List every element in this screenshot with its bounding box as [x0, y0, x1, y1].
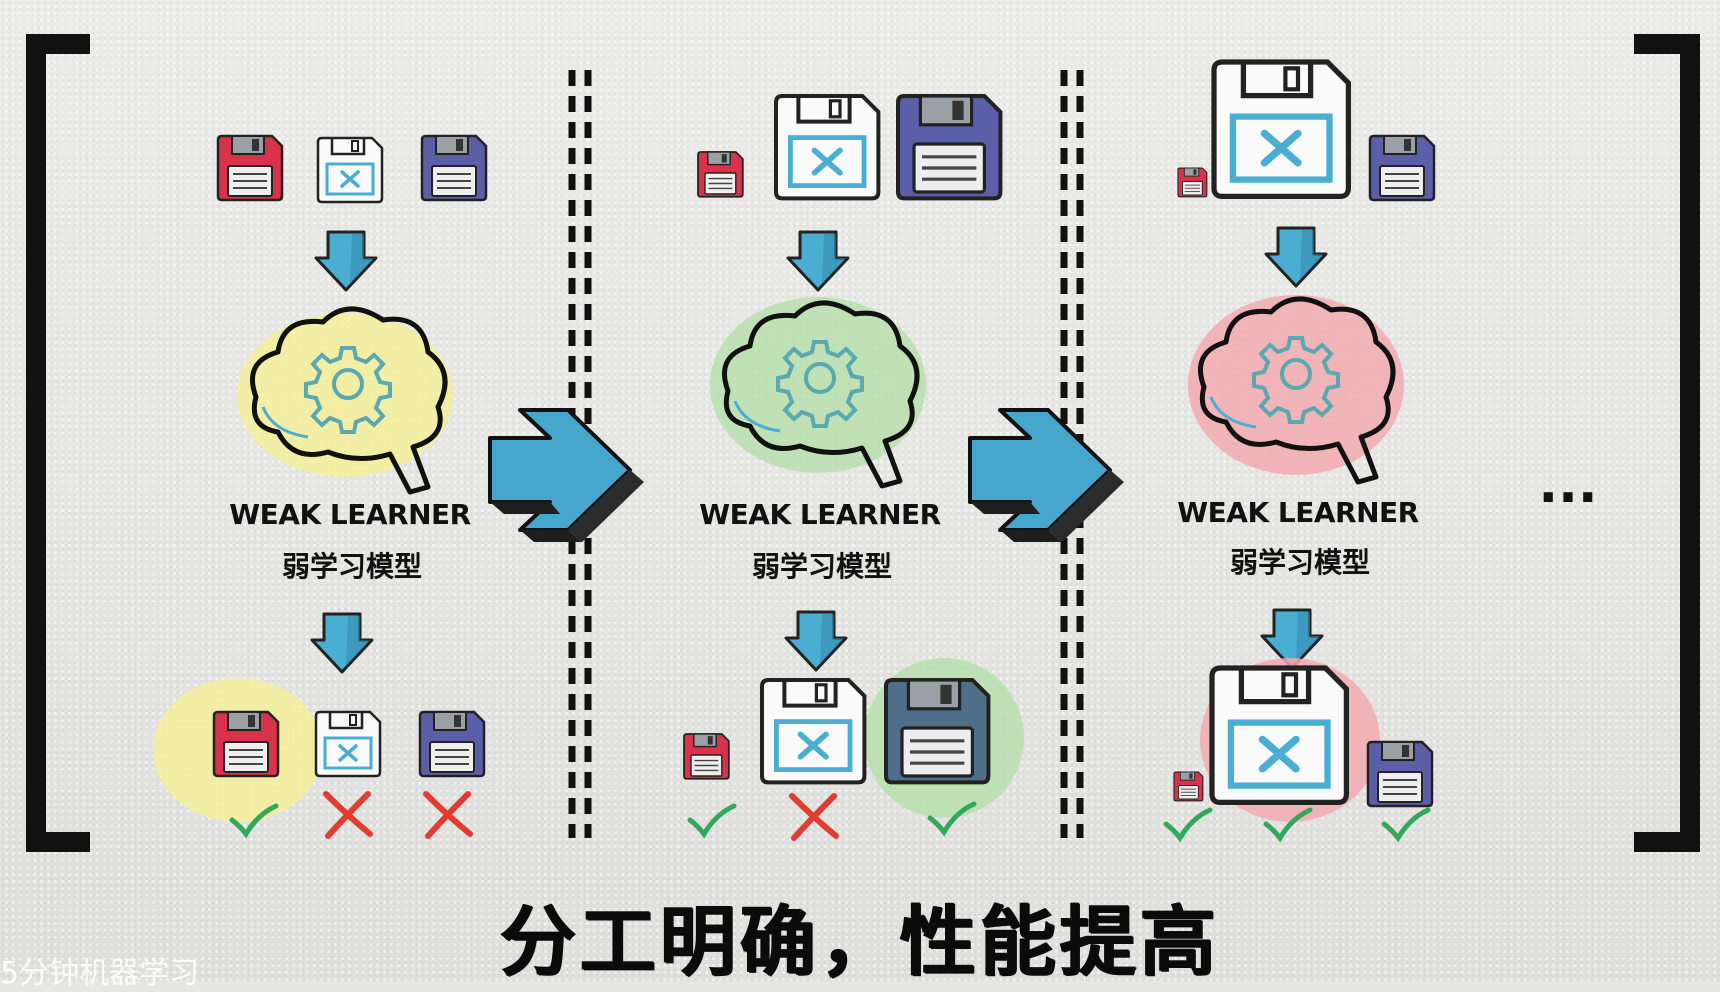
- red-floppy-disk-icon: [1177, 167, 1208, 198]
- blue-floppy-disk-icon: [1368, 134, 1436, 202]
- learner-label-zh: 弱学习模型: [282, 550, 422, 583]
- stage-1: WEAK LEARNER 弱学习模型: [153, 134, 488, 836]
- stage-3-outputs: [1173, 668, 1434, 808]
- empty-floppy-disk-icon: [762, 680, 864, 782]
- down-arrow-icon: [310, 612, 374, 674]
- red-floppy-disk-icon: [1173, 771, 1204, 802]
- empty-floppy-disk-icon: [314, 710, 382, 778]
- check-icon: [690, 806, 734, 834]
- watermark: 5分钟机器学习: [0, 956, 200, 991]
- learner-label-en: WEAK LEARNER: [1177, 496, 1418, 529]
- brain-tint: [237, 313, 453, 477]
- separator-1: [568, 70, 592, 838]
- stage-2: WEAK LEARNER 弱学习模型: [683, 96, 1024, 838]
- blue-floppy-disk-icon: [886, 680, 988, 782]
- stage-1-inputs: [216, 134, 488, 204]
- caption: 分工明确，性能提高: [500, 897, 1220, 986]
- next-stage-arrow-icon: [968, 408, 1126, 544]
- learner-label-en: WEAK LEARNER: [229, 498, 470, 531]
- stage-2-outputs: [683, 680, 988, 782]
- left-bracket: [26, 34, 90, 852]
- check-icon: [1384, 810, 1428, 838]
- cross-icon: [426, 794, 470, 836]
- red-floppy-disk-icon: [683, 733, 730, 780]
- blue-floppy-disk-icon: [898, 96, 1000, 198]
- empty-floppy-disk-icon: [1214, 62, 1348, 196]
- next-stage-arrow-icon: [488, 408, 646, 544]
- stage-3: WEAK LEARNER 弱学习模型: [1166, 62, 1436, 838]
- blue-floppy-disk-icon: [420, 134, 488, 202]
- stage-1-outputs: [212, 710, 486, 778]
- down-arrow-icon: [314, 230, 378, 292]
- learner-label-zh: 弱学习模型: [1230, 546, 1370, 579]
- empty-floppy-disk-icon: [776, 96, 878, 198]
- empty-floppy-disk-icon: [316, 136, 384, 204]
- stage-3-inputs: [1177, 62, 1436, 202]
- down-arrow-icon: [786, 230, 850, 292]
- learner-label-zh: 弱学习模型: [752, 550, 892, 583]
- brain-tint: [1188, 295, 1404, 475]
- down-arrow-icon: [784, 610, 848, 672]
- empty-floppy-disk-icon: [1212, 668, 1346, 802]
- separator-2: [1060, 70, 1084, 838]
- red-floppy-disk-icon: [212, 710, 280, 778]
- red-floppy-disk-icon: [697, 151, 744, 198]
- blue-floppy-disk-icon: [1366, 740, 1434, 808]
- cross-icon: [792, 796, 836, 838]
- learner-label-en: WEAK LEARNER: [699, 498, 940, 531]
- brain-tint: [710, 297, 926, 473]
- right-bracket: [1634, 34, 1700, 852]
- check-icon: [1166, 810, 1210, 838]
- cross-icon: [326, 794, 370, 836]
- red-floppy-disk-icon: [216, 134, 284, 202]
- down-arrow-icon: [1264, 226, 1328, 288]
- ellipsis: ...: [1538, 455, 1597, 515]
- blue-floppy-disk-icon: [418, 710, 486, 778]
- stage-2-inputs: [697, 96, 1000, 198]
